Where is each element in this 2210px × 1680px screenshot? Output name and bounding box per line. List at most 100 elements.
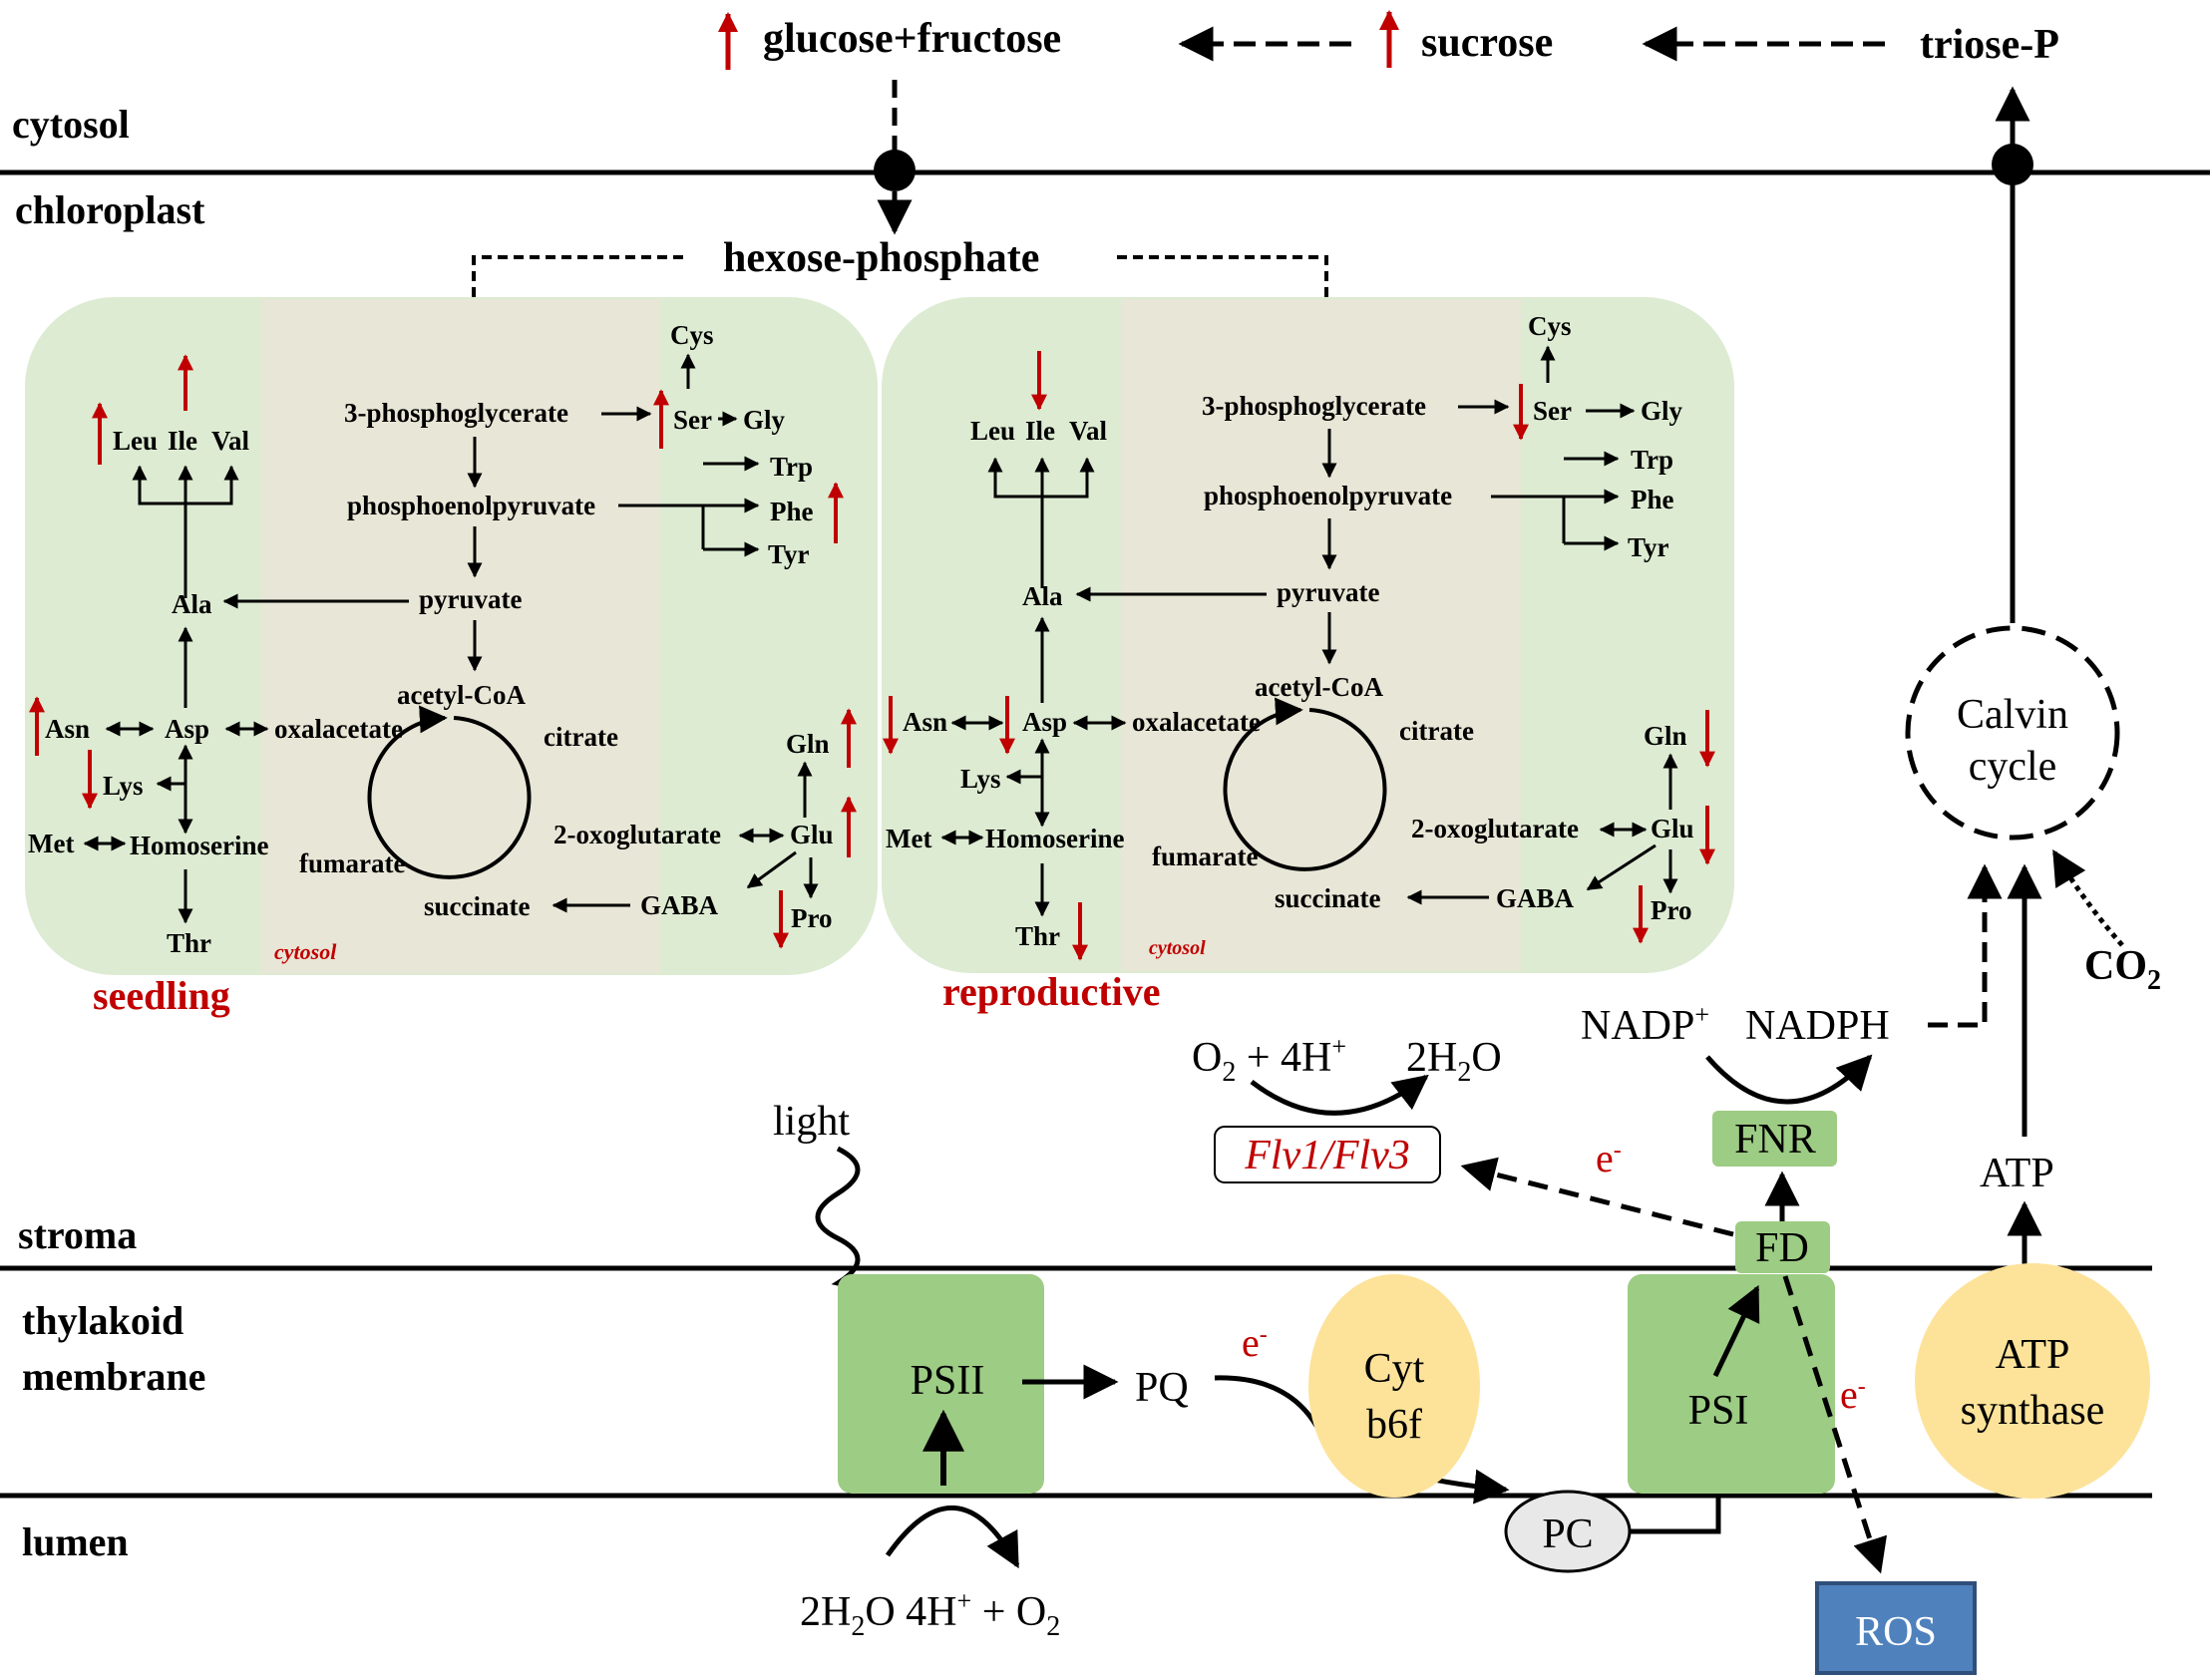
fnr-box — [1712, 1111, 1837, 1167]
met-succinate: succinate — [424, 891, 531, 921]
met-tyr: Tyr — [768, 539, 810, 569]
met-gly: Gly — [1641, 396, 1683, 426]
fd-box — [1735, 1221, 1830, 1273]
electron-label: e- — [1840, 1372, 1866, 1417]
nadph-label: NADPH — [1745, 1003, 1890, 1049]
nadph-to-calvin-arrow — [1928, 863, 2003, 1028]
met-glu: Glu — [790, 820, 834, 849]
met-asn: Asn — [45, 714, 90, 744]
calvin-cycle-circle — [1905, 625, 2120, 840]
met-asn: Asn — [903, 707, 947, 737]
met-trp: Trp — [770, 452, 813, 482]
cyt-label-line1: Cyt — [1364, 1346, 1425, 1392]
pq-label: PQ — [1135, 1365, 1189, 1411]
met-gln: Gln — [786, 729, 830, 759]
atp-synthase-line1: ATP — [1996, 1332, 2070, 1378]
pathway-arrow — [1586, 843, 1657, 891]
met-pro: Pro — [791, 903, 833, 933]
met-citrate: citrate — [544, 722, 618, 752]
met-gaba: GABA — [1496, 883, 1575, 913]
tca-cycle-arrow — [1223, 697, 1387, 871]
met-met: Met — [886, 824, 931, 853]
pathway-branch — [185, 465, 239, 505]
met-phe: Phe — [1631, 485, 1674, 514]
cytosol-tag: cytosol — [274, 939, 337, 964]
calvin-label-line1: Calvin — [1957, 692, 2068, 738]
met-ile: Ile — [168, 426, 197, 456]
label-membrane: membrane — [22, 1354, 205, 1399]
met-leu: Leu — [970, 416, 1015, 446]
glucose-fructose: glucose+fructose — [763, 16, 1061, 62]
met-acetyl-coa: acetyl-CoA — [1255, 672, 1383, 702]
hexose-phosphate: hexose-phosphate — [723, 235, 1039, 281]
met-pyruvate: pyruvate — [1277, 577, 1380, 607]
transporter-icon — [1992, 144, 2033, 185]
flv-box — [1214, 1126, 1441, 1183]
co2-arrow — [2051, 848, 2124, 947]
label-lumen: lumen — [22, 1519, 129, 1564]
pathway-branch — [1042, 457, 1095, 499]
met-ser: Ser — [1533, 396, 1572, 426]
met-met: Met — [28, 829, 74, 858]
met-cys: Cys — [670, 320, 714, 350]
met-lys: Lys — [960, 764, 1001, 794]
met-ser: Ser — [673, 405, 712, 435]
cytosol-region — [261, 299, 660, 973]
panel-title: seedling — [93, 973, 230, 1018]
psi-to-fd-arrow — [1712, 1284, 1760, 1378]
light-wave-arrow — [815, 1146, 931, 1314]
met-pep: phosphoenolpyruvate — [1204, 481, 1452, 510]
met-pep: phosphoenolpyruvate — [347, 491, 595, 520]
met-cys: Cys — [1528, 311, 1572, 341]
calvin-cycle: Calvin cycle CO2 — [1905, 625, 2161, 1137]
met-phe: Phe — [770, 497, 814, 526]
met-val: Val — [211, 426, 250, 456]
met-glu: Glu — [1651, 814, 1694, 843]
met-2-oxoglutarate: 2-oxoglutarate — [553, 820, 721, 849]
met-2-oxoglutarate: 2-oxoglutarate — [1411, 814, 1579, 843]
psi-box — [1628, 1274, 1835, 1494]
co2-label: CO2 — [2084, 943, 2161, 996]
top-sugar-row: glucose+fructose sucrose triose-P — [718, 10, 2059, 70]
cytosol-region — [1122, 299, 1521, 971]
water-label: 2H2O 4H+ + O2 — [800, 1586, 1060, 1642]
met-tyr: Tyr — [1628, 532, 1669, 562]
met-trp: Trp — [1631, 445, 1673, 475]
fd-to-ros-arrow — [1782, 1275, 1888, 1574]
fnr-label: FNR — [1734, 1117, 1816, 1163]
met-pyruvate: pyruvate — [419, 584, 523, 614]
atp-synthase-circle — [1915, 1263, 2150, 1499]
met-gly: Gly — [743, 405, 786, 435]
met-thr: Thr — [167, 928, 211, 958]
pathway-arrow — [746, 850, 797, 889]
transporter-icon — [874, 150, 916, 191]
label-chloroplast: chloroplast — [15, 187, 205, 232]
panel-title: reproductive — [942, 969, 1161, 1014]
met-oxalacetate: oxalacetate — [1132, 707, 1261, 737]
met-oxalacetate: oxalacetate — [274, 714, 403, 744]
label-cytosol: cytosol — [12, 102, 130, 147]
met-3pga: 3-phosphoglycerate — [344, 398, 568, 428]
o2-reactant-label: O2 + 4H+ — [1192, 1032, 1346, 1088]
triose-p: triose-P — [1920, 22, 2059, 68]
met-gaba: GABA — [640, 890, 719, 920]
reproductive-panel: Cys Ser Gly 3-phosphoglycerate Leu Ile V… — [882, 297, 1734, 1014]
atp-label: ATP — [1980, 1151, 2054, 1196]
psii-box — [838, 1274, 1044, 1494]
nadp-label: NADP+ — [1581, 1000, 1709, 1049]
cytosol-tag: cytosol — [1149, 937, 1206, 959]
cyt-b6f-ellipse — [1308, 1274, 1480, 1498]
met-asp: Asp — [1022, 707, 1067, 737]
atp-synthase-line2: synthase — [1961, 1388, 2105, 1434]
fd-label: FD — [1755, 1225, 1809, 1271]
met-3pga: 3-phosphoglycerate — [1202, 391, 1426, 421]
o2-reduction-arrow — [1250, 1074, 1429, 1116]
pc-label: PC — [1542, 1512, 1593, 1557]
met-succinate: succinate — [1275, 883, 1381, 913]
met-acetyl-coa: acetyl-CoA — [397, 680, 526, 710]
ros-label: ROS — [1855, 1609, 1937, 1655]
sucrose: sucrose — [1421, 20, 1553, 66]
electron-label: e- — [1596, 1136, 1622, 1180]
met-thr: Thr — [1015, 921, 1060, 951]
